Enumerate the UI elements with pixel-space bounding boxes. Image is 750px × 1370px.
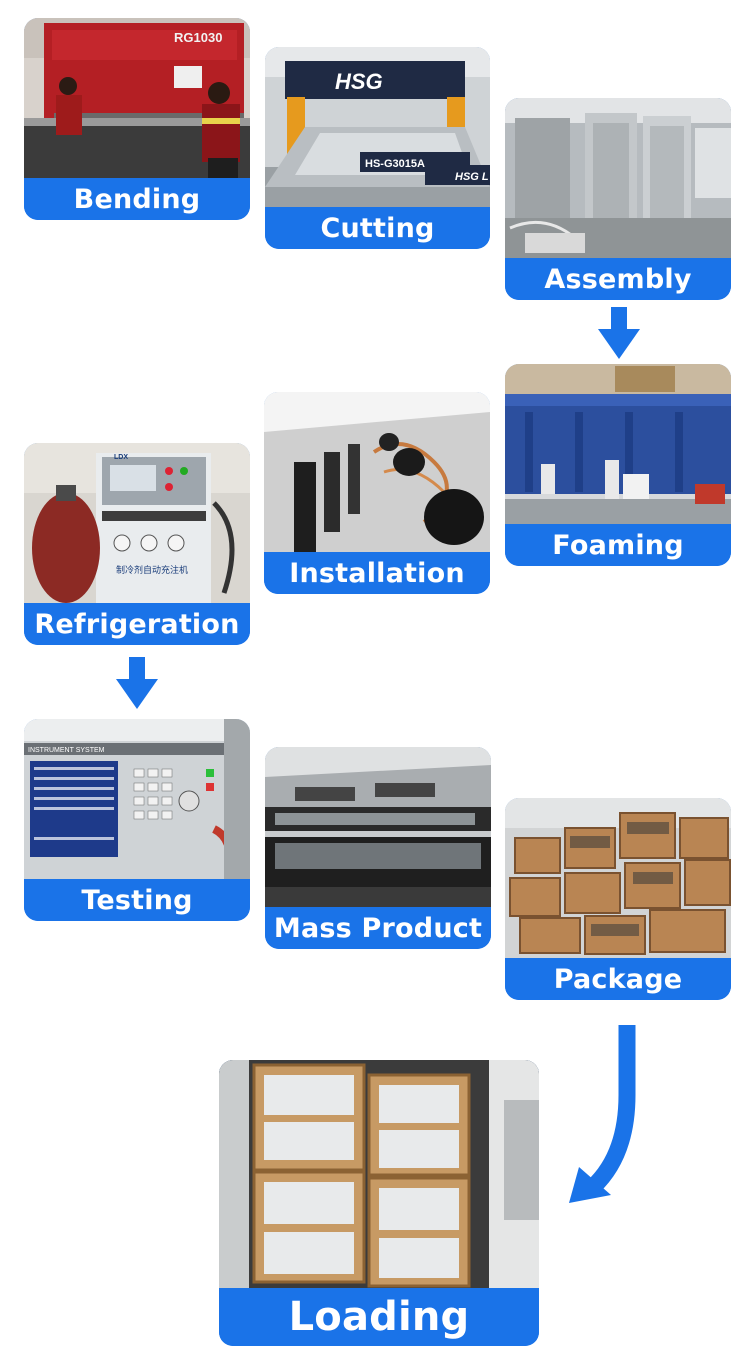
refrigeration-label: Refrigeration xyxy=(24,603,250,645)
refrigeration-photo: LDX 制冷剂自动充注机 xyxy=(24,443,250,603)
step-card-refrigeration: LDX 制冷剂自动充注机 Refrigeration xyxy=(24,443,250,645)
foaming-label-text: Foaming xyxy=(552,529,684,561)
package-label-text: Package xyxy=(553,963,683,995)
testing-label: Testing xyxy=(24,879,250,921)
assembly-photo xyxy=(505,98,731,258)
bending-label: Bending xyxy=(24,178,250,220)
installation-photo xyxy=(264,392,490,552)
cutting-photo: HSG HS-G3015A HSG L xyxy=(265,47,490,207)
foaming-photo xyxy=(505,364,731,524)
step-card-cutting: HSG HS-G3015A HSG L Cutting xyxy=(265,47,490,249)
testing-photo: INSTRUMENT SYSTEM xyxy=(24,719,250,879)
testing-panel-header: INSTRUMENT SYSTEM xyxy=(28,747,105,754)
mass-product-label: Mass Product xyxy=(265,907,491,949)
step-card-testing: INSTRUMENT SYSTEM Testing xyxy=(24,719,250,921)
mass-product-photo xyxy=(265,747,491,907)
installation-label-text: Installation xyxy=(289,557,465,589)
cutting-illustration: HSG HS-G3015A HSG L xyxy=(265,47,490,207)
mass-product-illustration xyxy=(265,747,491,907)
assembly-illustration xyxy=(505,98,731,258)
loading-photo xyxy=(219,1060,539,1288)
bending-photo: RG1030 xyxy=(24,18,250,178)
refrigeration-brand: LDX xyxy=(114,454,128,461)
refrigeration-caption: 制冷剂自动充注机 xyxy=(116,564,188,576)
curved-arrow-icon xyxy=(569,1025,636,1203)
bending-illustration: RG1030 xyxy=(24,18,250,178)
bending-machine-text: RG1030 xyxy=(174,30,222,45)
step-card-foaming: Foaming xyxy=(505,364,731,566)
cutting-label-text: Cutting xyxy=(320,212,435,244)
refrigeration-label-text: Refrigeration xyxy=(34,608,240,640)
testing-illustration: INSTRUMENT SYSTEM xyxy=(24,719,250,879)
cutting-machine-model: HS-G3015A xyxy=(365,158,425,170)
assembly-label-text: Assembly xyxy=(544,263,692,295)
cutting-label: Cutting xyxy=(265,207,490,249)
refrigeration-illustration: LDX 制冷剂自动充注机 xyxy=(24,443,250,603)
package-photo xyxy=(505,798,731,958)
testing-label-text: Testing xyxy=(81,884,193,916)
installation-label: Installation xyxy=(264,552,490,594)
loading-label: Loading xyxy=(219,1288,539,1346)
package-label: Package xyxy=(505,958,731,1000)
foaming-label: Foaming xyxy=(505,524,731,566)
loading-illustration xyxy=(219,1060,539,1288)
mass-product-label-text: Mass Product xyxy=(273,912,483,944)
arrow-down-icon xyxy=(598,307,640,359)
step-card-loading: Loading xyxy=(219,1060,539,1346)
step-card-mass-product: Mass Product xyxy=(265,747,491,949)
installation-illustration xyxy=(264,392,490,552)
cutting-machine-brand: HSG xyxy=(335,69,383,94)
step-card-package: Package xyxy=(505,798,731,1000)
cutting-machine-side: HSG L xyxy=(455,171,489,183)
arrow-down-icon xyxy=(116,657,158,709)
step-card-assembly: Assembly xyxy=(505,98,731,300)
assembly-label: Assembly xyxy=(505,258,731,300)
package-illustration xyxy=(505,798,731,958)
foaming-illustration xyxy=(505,364,731,524)
loading-label-text: Loading xyxy=(288,1294,470,1340)
bending-label-text: Bending xyxy=(73,183,201,215)
step-card-installation: Installation xyxy=(264,392,490,594)
step-card-bending: RG1030 Bending xyxy=(24,18,250,220)
